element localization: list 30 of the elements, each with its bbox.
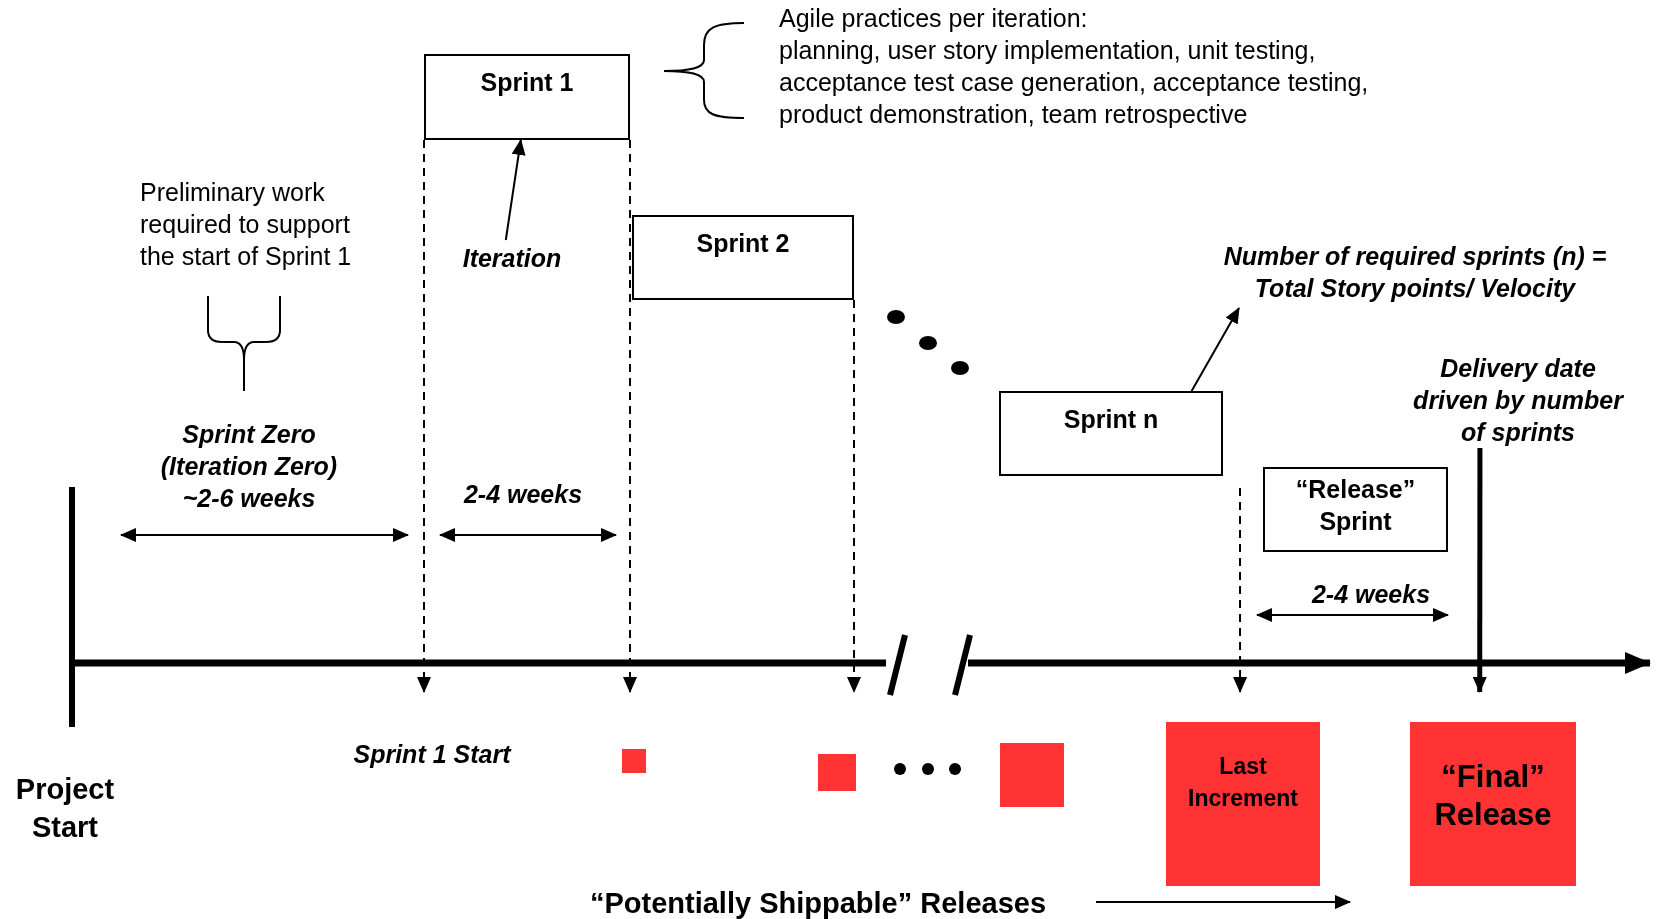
dashed-arrow — [1233, 487, 1248, 693]
phase-label: Sprint Zero (Iteration Zero) — [159, 419, 339, 482]
callout-text: Iteration — [450, 240, 574, 274]
dashed-arrow — [417, 139, 431, 693]
duration-label: 2-4 weeks — [462, 479, 584, 510]
arrow — [1190, 307, 1240, 392]
callout-text: Delivery date driven by number of sprints — [1402, 352, 1634, 448]
dashed-arrow — [847, 299, 861, 693]
sprint-box: “Release” Sprint — [1263, 467, 1448, 552]
releases-caption: “Potentially Shippable” Releases — [540, 882, 1096, 919]
increment-square — [818, 754, 856, 791]
duration-label: ~2-6 weeks — [181, 483, 317, 514]
formula-text: Number of required sprints (n) = Total Story points/ Velocity — [1205, 240, 1625, 308]
milestone-label: Sprint 1 Start — [352, 739, 513, 770]
release-square: “Final” Release — [1410, 722, 1576, 886]
note-text: Preliminary work required to support the start of Sprint 1 — [140, 177, 353, 272]
dashed-arrow — [623, 139, 637, 693]
arrow — [504, 139, 526, 241]
arrow — [1095, 895, 1352, 910]
increment-square — [1000, 743, 1064, 807]
arrow — [1472, 448, 1487, 693]
sprint-box: Sprint 1 — [424, 54, 630, 140]
sprint-box: Sprint n — [999, 391, 1223, 476]
sprint-box: Sprint 2 — [632, 215, 854, 300]
note-text: planning, user story implementation, unit testing, acceptance test case generation, acceptance testing, product demonstration, team retrospective — [779, 35, 1370, 130]
increment-square — [622, 749, 646, 773]
note-heading: Agile practices per iteration: — [779, 3, 1089, 34]
increment-square: Last Increment — [1166, 722, 1320, 886]
duration-label: 2-4 weeks — [1310, 579, 1432, 610]
milestone-label: Project Start — [14, 772, 116, 845]
